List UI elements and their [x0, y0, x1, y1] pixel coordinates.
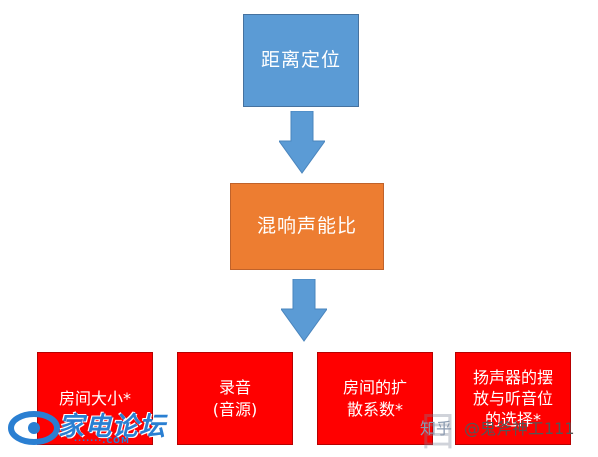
node-recording-source-line-2: (音源) [212, 399, 258, 419]
arrow-down-2 [281, 279, 327, 342]
node-reverb-ratio-label: 混响声能比 [256, 214, 357, 237]
node-recording-source-line-1: 录音 [218, 378, 251, 398]
watermark-left: 家电论坛 ·······.COM [8, 404, 188, 452]
watermark-glyph-icon: 目 [418, 409, 458, 455]
node-reverb-ratio: 混响声能比 [230, 183, 384, 270]
node-recording-source-text: 录音 (音源) [213, 377, 258, 419]
node-room-diffusion-line-1: 房间的扩 [342, 378, 407, 398]
watermark-site: 知乎 [420, 419, 453, 438]
node-speaker-placement-text: 扬声器的摆 放与听音位 的选择* [473, 367, 553, 430]
node-speaker-placement: 扬声器的摆 放与听音位 的选择* [455, 352, 571, 445]
node-recording-source: 录音 (音源) [177, 352, 293, 445]
watermark-author: @鬼斧神工111 [464, 419, 575, 438]
watermark-logo-text: 家电论坛 [58, 412, 167, 442]
arrow-down-2-shape [281, 279, 327, 342]
arrow-down-1-shape [279, 111, 325, 174]
node-speaker-placement-line-3: 的选择* [484, 410, 541, 430]
node-distance-localization-label: 距离定位 [260, 48, 341, 71]
arrow-down-1 [279, 111, 325, 174]
node-room-size-text: 房间大小* [59, 388, 131, 409]
node-room-diffusion-text: 房间的扩 散系数* [343, 377, 407, 419]
node-room-size-line-1: 房间大小* [58, 388, 131, 408]
watermark-right: 目 知乎 @鬼斧神工111 [418, 405, 596, 455]
node-speaker-placement-line-2: 放与听音位 [472, 388, 553, 408]
node-room-diffusion-line-2: 散系数* [346, 399, 403, 419]
node-distance-localization: 距离定位 [243, 14, 359, 107]
watermark-logo-icon [8, 411, 60, 445]
node-room-diffusion: 房间的扩 散系数* [317, 352, 433, 445]
watermark-logo-subtext: ·······.COM [74, 436, 130, 445]
node-speaker-placement-line-1: 扬声器的摆 [472, 367, 553, 387]
